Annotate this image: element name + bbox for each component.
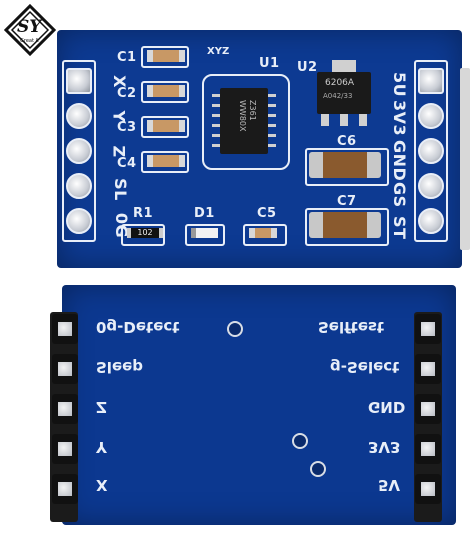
bottom-pcb-board bbox=[62, 285, 456, 525]
bottom-right-pin-3 bbox=[415, 394, 441, 424]
r1-label: R1 bbox=[133, 206, 154, 221]
c1-outline bbox=[141, 46, 189, 68]
bottom-right-label-selftest: Selftest bbox=[318, 318, 385, 336]
bottom-left-pin-2 bbox=[52, 354, 78, 384]
c3-label: C3 bbox=[117, 120, 137, 135]
bottom-left-pin-3 bbox=[52, 394, 78, 424]
right-pin-pad-4 bbox=[418, 173, 444, 199]
d1-label: D1 bbox=[194, 206, 215, 221]
bottom-right-label-g-select: g-Select bbox=[330, 358, 400, 376]
mount-hole-1 bbox=[227, 321, 243, 337]
right-pin-stubs bbox=[460, 68, 470, 250]
c6-outline bbox=[305, 148, 389, 186]
u2-marking-1: 6206A bbox=[325, 78, 355, 88]
top-right-label-st: ST bbox=[390, 216, 409, 240]
u1-marking-2: WW80X bbox=[238, 100, 247, 132]
bottom-right-pin-2 bbox=[415, 354, 441, 384]
capacitor-c4 bbox=[147, 155, 185, 167]
left-pin-pad-3 bbox=[66, 138, 92, 164]
bottom-left-label-0g-detect: 0g-Detect bbox=[96, 318, 180, 336]
right-pin-pad-3 bbox=[418, 138, 444, 164]
c4-label: C4 bbox=[117, 156, 137, 171]
brand-logo: SY Great It bbox=[3, 3, 57, 57]
mount-hole-2 bbox=[292, 433, 308, 449]
regulator-u2 bbox=[317, 72, 371, 114]
bottom-right-label-gnd: GND bbox=[368, 398, 406, 416]
bottom-left-label-x: X bbox=[96, 476, 108, 494]
u1-marking-1: Z361 bbox=[248, 100, 257, 121]
top-right-label-gnd: GND bbox=[390, 140, 409, 182]
capacitor-c6 bbox=[309, 152, 381, 178]
left-header-outline bbox=[62, 60, 96, 242]
bottom-left-label-sleep: Sleep bbox=[96, 358, 144, 376]
capacitor-c3 bbox=[147, 120, 185, 132]
left-pin-pad-5 bbox=[66, 208, 92, 234]
mount-hole-3 bbox=[310, 461, 326, 477]
top-right-label-5u: 5U bbox=[390, 72, 409, 98]
bottom-right-pin-1 bbox=[415, 314, 441, 344]
left-pin-pad-1 bbox=[66, 68, 92, 94]
capacitor-c5 bbox=[249, 228, 277, 238]
logo-mark: SY bbox=[17, 17, 42, 37]
d1-outline bbox=[185, 224, 225, 246]
c4-outline bbox=[141, 151, 189, 173]
axis-marker: XYZ bbox=[207, 46, 230, 57]
bottom-right-pin-5 bbox=[415, 474, 441, 504]
bottom-left-pin-4 bbox=[52, 434, 78, 464]
r1-outline bbox=[121, 224, 165, 246]
c7-label: C7 bbox=[337, 194, 357, 209]
top-right-label-3v3: 3V3 bbox=[390, 100, 409, 137]
chip-u1 bbox=[220, 88, 268, 154]
left-pin-pad-4 bbox=[66, 173, 92, 199]
c5-label: C5 bbox=[257, 206, 277, 221]
u2-label: U2 bbox=[297, 60, 318, 75]
right-pin-pad-2 bbox=[418, 103, 444, 129]
right-pin-pad-5 bbox=[418, 208, 444, 234]
bottom-right-label-5v: 5V bbox=[378, 476, 401, 494]
left-pin-pad-2 bbox=[66, 103, 92, 129]
c7-outline bbox=[305, 208, 389, 246]
right-pin-pad-1 bbox=[418, 68, 444, 94]
capacitor-c2 bbox=[147, 85, 185, 97]
capacitor-c7 bbox=[309, 212, 381, 238]
c2-outline bbox=[141, 81, 189, 103]
c1-label: C1 bbox=[117, 50, 137, 65]
logo-tagline: Great It bbox=[20, 38, 39, 44]
c3-outline bbox=[141, 116, 189, 138]
top-left-label-sl: SL bbox=[110, 178, 130, 201]
bottom-left-label-y: Y bbox=[96, 438, 107, 456]
bottom-left-pin-1 bbox=[52, 314, 78, 344]
u2-marking-2: A042/33 bbox=[323, 92, 353, 100]
bottom-right-pin-4 bbox=[415, 434, 441, 464]
led-d1 bbox=[191, 228, 218, 238]
logo-diamond-icon bbox=[3, 3, 57, 57]
bottom-left-label-z: Z bbox=[96, 398, 107, 416]
top-right-label-gs: GS bbox=[390, 182, 409, 208]
capacitor-c1 bbox=[147, 50, 185, 62]
u1-outline bbox=[202, 74, 290, 170]
u1-label: U1 bbox=[259, 56, 280, 71]
c6-label: C6 bbox=[337, 134, 357, 149]
bottom-left-pin-5 bbox=[52, 474, 78, 504]
right-header-outline bbox=[414, 60, 448, 242]
top-pcb-board: X Y Z SL 0G C1 C2 C3 C4 XYZ U1 Z361 WW80… bbox=[57, 30, 462, 268]
bottom-right-label-3v3: 3V3 bbox=[368, 438, 401, 456]
c5-outline bbox=[243, 224, 287, 246]
resistor-r1: 102 bbox=[127, 228, 163, 238]
c2-label: C2 bbox=[117, 86, 137, 101]
